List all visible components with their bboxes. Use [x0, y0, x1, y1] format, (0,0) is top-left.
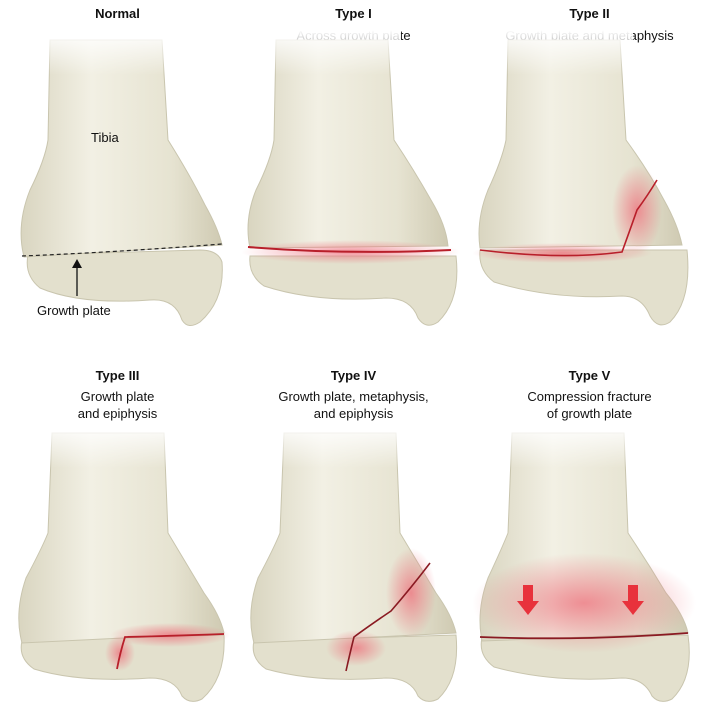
bone-illustration	[472, 30, 689, 326]
panel-title: Type IV	[330, 368, 377, 383]
panel-type-v: Type V Compression fracture of growth pl…	[472, 353, 707, 706]
panel-title: Type II	[569, 6, 610, 21]
panel-type-iii: Type III Growth plate and epiphysis	[0, 353, 235, 706]
panel-title: Type I	[335, 6, 372, 21]
bone-illustration	[18, 423, 230, 702]
panel-title: Type III	[95, 368, 140, 383]
panel-subtitle-2: and epiphysis	[77, 406, 158, 421]
panel-type-ii: Type II Growth plate and metaphysis	[472, 0, 707, 353]
panel-subtitle: Growth plate, metaphysis,	[278, 389, 429, 404]
compression-arrow-icon	[517, 585, 539, 615]
panel-title: Normal	[95, 6, 140, 21]
bone-illustration	[241, 30, 461, 326]
panel-title: Type V	[568, 368, 611, 383]
panel-subtitle-2: of growth plate	[546, 406, 633, 421]
panel-subtitle-2: and epiphysis	[313, 406, 394, 421]
compression-arrow-icon	[622, 585, 644, 615]
growth-plate-label: Growth plate	[37, 303, 111, 318]
tibia-label: Tibia	[91, 130, 119, 145]
panel-type-iv: Type IV Growth plate, metaphysis, and ep…	[236, 353, 471, 706]
bone-illustration	[472, 423, 696, 702]
panel-type-i: Type I Across growth plate	[236, 0, 471, 353]
panel-subtitle: Compression fracture	[527, 389, 652, 404]
panel-normal: Normal Tibia Growth plate	[0, 0, 235, 353]
panel-subtitle: Growth plate	[80, 389, 155, 404]
bone-illustration	[20, 30, 223, 326]
bone-illustration	[250, 423, 458, 702]
